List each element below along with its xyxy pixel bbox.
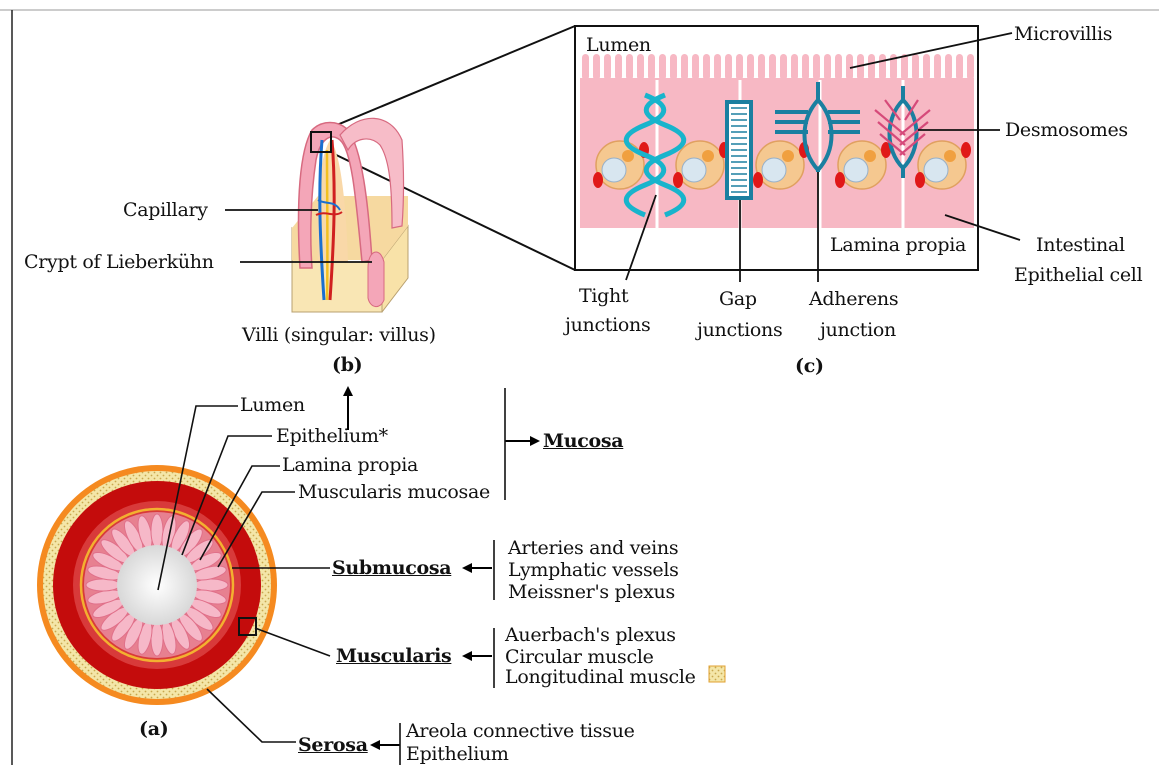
lumen-label-a: Lumen bbox=[240, 396, 305, 415]
serosa-label: Serosa bbox=[298, 736, 368, 755]
lumen-label-c: Lumen bbox=[586, 36, 651, 55]
tight-junctions-label: junctions bbox=[565, 316, 650, 335]
panel-a-cross-section bbox=[37, 465, 277, 705]
intestinal-label: Intestinal bbox=[1036, 236, 1125, 255]
arteries-label: Arteries and veins bbox=[508, 539, 678, 558]
gap-junctions-label: junctions bbox=[697, 321, 782, 340]
adherens-label: Adherens bbox=[809, 290, 898, 309]
gap-label: Gap bbox=[719, 290, 757, 309]
desmosomes-label: Desmosomes bbox=[1005, 121, 1128, 140]
panel-a-label: (a) bbox=[139, 720, 168, 739]
stipple-swatch bbox=[709, 666, 725, 682]
longitudinal-muscle-label: Longitudinal muscle bbox=[505, 668, 696, 687]
capillary-label: Capillary bbox=[123, 201, 208, 220]
epithelial-cell-label: Epithelial cell bbox=[1014, 266, 1142, 285]
circular-muscle-label: Circular muscle bbox=[505, 648, 654, 667]
meissner-label: Meissner's plexus bbox=[508, 583, 675, 602]
panel-b-villus bbox=[292, 118, 408, 312]
epithelium-star-label: Epithelium* bbox=[276, 427, 388, 446]
lamina-propia-label-a: Lamina propia bbox=[282, 456, 418, 475]
crypt-label: Crypt of Lieberkühn bbox=[24, 253, 214, 272]
villi-label: Villi (singular: villus) bbox=[242, 326, 436, 345]
areola-label: Areola connective tissue bbox=[406, 722, 635, 741]
lymphatic-label: Lymphatic vessels bbox=[508, 561, 679, 580]
epithelium-serosa-label: Epithelium bbox=[406, 745, 509, 764]
panel-c-label: (c) bbox=[795, 357, 824, 376]
microvillis-label: Microvillis bbox=[1014, 25, 1112, 44]
mucosa-label: Mucosa bbox=[543, 432, 623, 451]
lamina-propia-label-c: Lamina propia bbox=[830, 236, 966, 255]
tight-label: Tight bbox=[579, 287, 628, 306]
submucosa-label: Submucosa bbox=[332, 559, 451, 578]
muscularis-label: Muscularis bbox=[336, 647, 451, 666]
gap-junction-channel bbox=[727, 102, 751, 198]
adherens-junction-label: junction bbox=[820, 321, 896, 340]
muscularis-mucosae-label: Muscularis mucosae bbox=[298, 483, 490, 502]
panel-b-label: (b) bbox=[332, 356, 362, 375]
auerbach-label: Auerbach's plexus bbox=[505, 626, 676, 645]
